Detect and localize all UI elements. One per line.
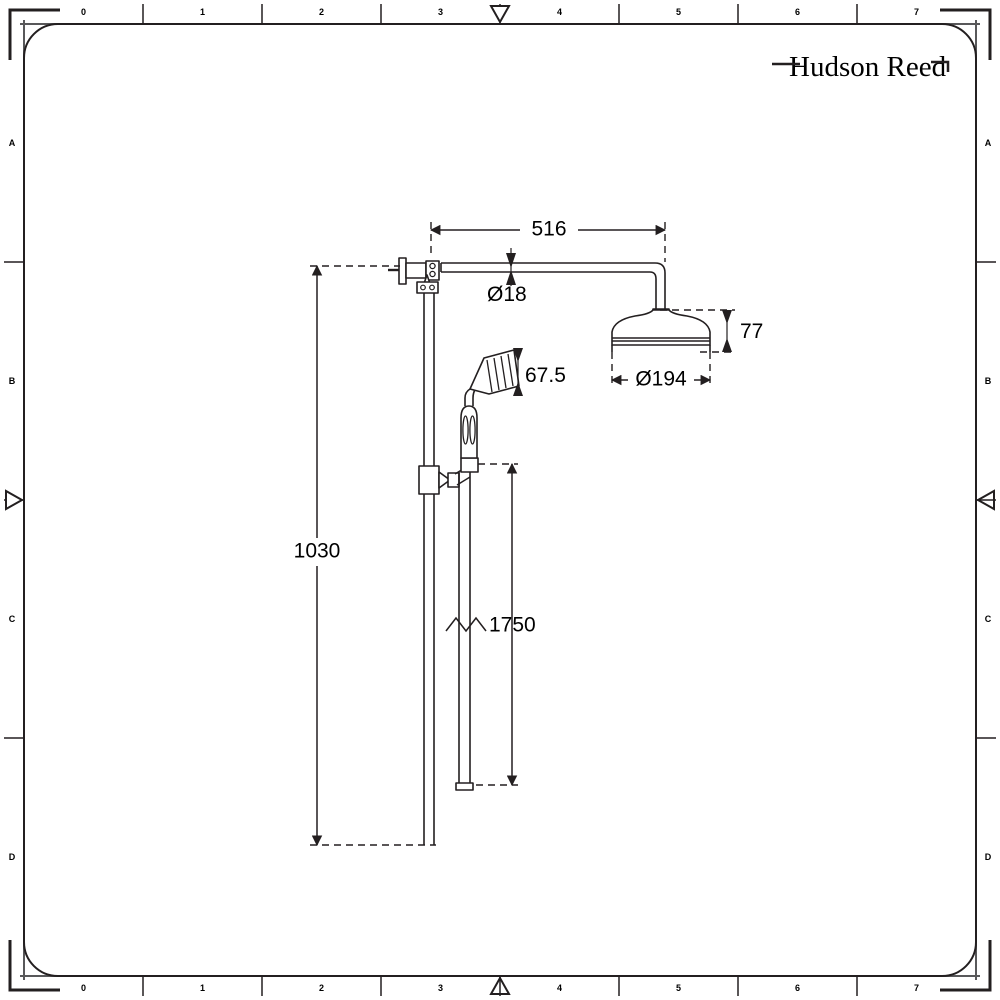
dim-77-arrow-top bbox=[722, 310, 732, 324]
inlet-tee-detail-lower bbox=[429, 270, 436, 278]
ruler-top-number-2: 2 bbox=[319, 7, 324, 17]
center-marker-left bbox=[5, 489, 25, 511]
dim-77-arrow-bottom bbox=[722, 338, 732, 352]
dim-675-label: 67.5 bbox=[525, 364, 566, 387]
dimension-annotations: 516 Ø18 77 Ø194 bbox=[294, 218, 763, 847]
shower-hose bbox=[455, 472, 474, 791]
ruler-top-number-5: 5 bbox=[676, 7, 681, 17]
inlet-tee-detail-upper bbox=[429, 262, 436, 270]
collar-detail-left bbox=[420, 284, 426, 291]
handset-cradle bbox=[460, 457, 479, 473]
ruler-bottom-number-3: 3 bbox=[438, 983, 443, 993]
ruler-bottom-number-6: 6 bbox=[795, 983, 800, 993]
riser-rail bbox=[423, 293, 435, 845]
center-markers bbox=[5, 5, 995, 995]
inlet-collar-nut bbox=[416, 281, 439, 294]
center-marker-top bbox=[489, 5, 511, 25]
dimension-hose-length: 1750 bbox=[445, 462, 536, 787]
wall-inlet-assembly bbox=[388, 257, 440, 294]
zone-letter-right-C: C bbox=[985, 614, 992, 624]
corner-bracket-top-right bbox=[940, 8, 992, 60]
dim-675-arrow-top bbox=[513, 348, 523, 362]
handset-grip-detail-left bbox=[462, 415, 469, 445]
dimension-head-diameter: Ø194 bbox=[610, 352, 712, 391]
zone-letter-left-A: A bbox=[9, 138, 16, 148]
dim-18-arrow-top bbox=[506, 253, 516, 268]
shower-head bbox=[611, 309, 711, 352]
dim-77-label: 77 bbox=[740, 320, 763, 343]
ruler-top-number-6: 6 bbox=[795, 7, 800, 17]
dim-18-arrow-bottom bbox=[506, 270, 516, 285]
corner-bracket-bottom-left bbox=[8, 940, 60, 992]
ruler-bottom-number-5: 5 bbox=[676, 983, 681, 993]
hose-end-connector bbox=[455, 782, 474, 791]
dim-516-label: 516 bbox=[531, 218, 566, 241]
ruler-bottom-number-4: 4 bbox=[557, 983, 562, 993]
wall-flange-plate bbox=[398, 257, 407, 285]
collar-detail-right bbox=[429, 284, 435, 291]
ruler-top-number-7: 7 bbox=[914, 7, 919, 17]
inlet-tee-body bbox=[425, 260, 440, 281]
ruler-top-number-3: 3 bbox=[438, 7, 443, 17]
slider-bracket bbox=[418, 457, 479, 495]
dimension-handset-head: 67.5 bbox=[513, 348, 566, 396]
brand-logo: Hudson Reed bbox=[772, 51, 950, 83]
zone-letter-right-A: A bbox=[985, 138, 992, 148]
ruler-top-number-0: 0 bbox=[81, 7, 86, 17]
zone-letter-left-B: B bbox=[9, 376, 16, 386]
ruler-bottom-number-1: 1 bbox=[200, 983, 205, 993]
handset-rib-1 bbox=[486, 359, 493, 393]
shower-head-body bbox=[611, 309, 711, 346]
zone-letter-left-D: D bbox=[9, 852, 16, 862]
ruler-bottom-number-2: 2 bbox=[319, 983, 324, 993]
slider-bracket-body bbox=[418, 465, 440, 495]
dim-1750-break-symbol bbox=[445, 616, 487, 633]
handset bbox=[460, 349, 520, 459]
zone-letter-right-B: B bbox=[985, 376, 992, 386]
dim-1030-label: 1030 bbox=[294, 540, 341, 563]
dim-194-label: Ø194 bbox=[635, 368, 687, 391]
dim-675-arrow-bottom bbox=[513, 382, 523, 396]
ruler-bottom-number-7: 7 bbox=[914, 983, 919, 993]
brand-name: Hudson Reed bbox=[789, 51, 947, 83]
dimension-head-height: 77 bbox=[660, 309, 763, 353]
dimension-pipe-diameter: Ø18 bbox=[487, 248, 527, 306]
zone-letter-left-C: C bbox=[9, 614, 16, 624]
dimension-arm-reach: 516 bbox=[429, 218, 667, 262]
handset-spray-head bbox=[469, 349, 520, 395]
brand-flourish-right bbox=[931, 60, 950, 72]
product-drawing bbox=[388, 257, 711, 845]
ruler-bottom-number-0: 0 bbox=[81, 983, 86, 993]
slider-bracket-clamp bbox=[438, 471, 451, 489]
handset-rib-3 bbox=[500, 355, 507, 389]
corner-bracket-top-left bbox=[8, 8, 60, 60]
shower-arm-inner bbox=[441, 271, 657, 312]
handset-grip-detail-right bbox=[469, 415, 476, 445]
zone-letter-right-D: D bbox=[985, 852, 992, 862]
dim-1750-label: 1750 bbox=[489, 614, 536, 637]
dim-18-label: Ø18 bbox=[487, 283, 527, 306]
ruler-top-number-1: 1 bbox=[200, 7, 205, 17]
inlet-pipe bbox=[405, 262, 427, 279]
shower-arm-outer bbox=[441, 262, 666, 312]
dimension-riser-height: 1030 bbox=[294, 264, 436, 847]
handset-rib-4 bbox=[507, 353, 514, 387]
handset-neck-inner bbox=[464, 388, 471, 406]
handset-rib-2 bbox=[493, 357, 500, 391]
corner-bracket-bottom-right bbox=[940, 940, 992, 992]
ruler-top-number-4: 4 bbox=[557, 7, 562, 17]
